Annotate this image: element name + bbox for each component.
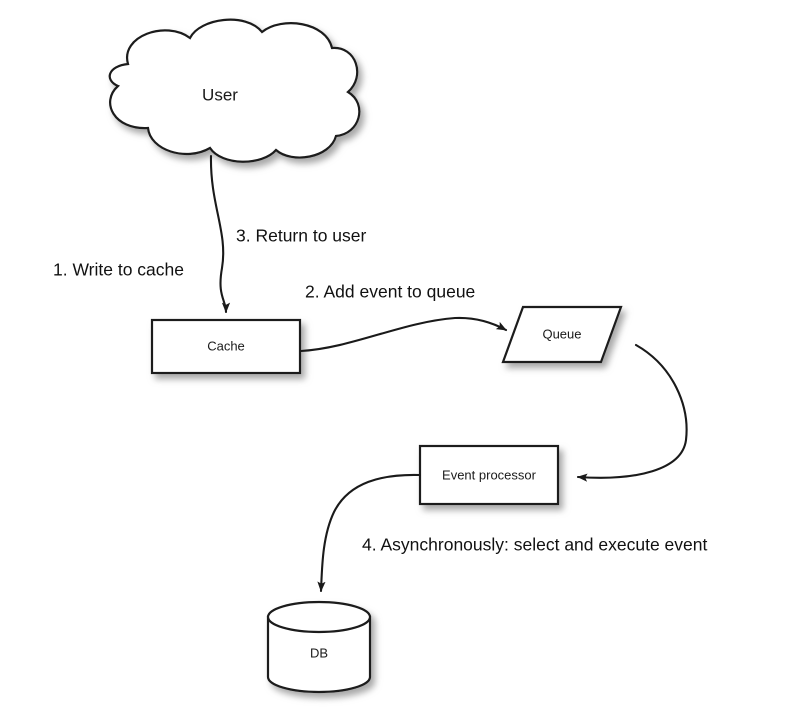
step-label-1: 1. Write to cache bbox=[53, 260, 184, 280]
node-user-label: User bbox=[202, 85, 238, 104]
node-db[interactable]: DB bbox=[266, 600, 372, 694]
node-event-processor[interactable]: Event processor bbox=[418, 444, 560, 506]
node-db-label: DB bbox=[310, 645, 328, 660]
step-label-4: 4. Asynchronously: select and execute ev… bbox=[362, 535, 707, 555]
node-cache-label: Cache bbox=[207, 338, 245, 353]
edge-cache-to-queue bbox=[299, 316, 508, 353]
step-label-2: 2. Add event to queue bbox=[305, 282, 475, 302]
edge-processor-to-db bbox=[317, 473, 422, 593]
node-queue[interactable]: Queue bbox=[501, 305, 623, 364]
step-label-3: 3. Return to user bbox=[236, 226, 367, 246]
node-cache[interactable]: Cache bbox=[150, 318, 302, 375]
node-event-processor-label: Event processor bbox=[442, 467, 537, 482]
node-user[interactable]: User bbox=[108, 18, 361, 163]
edge-user-to-cache bbox=[209, 154, 231, 314]
edge-queue-to-processor bbox=[576, 343, 688, 482]
node-queue-label: Queue bbox=[542, 326, 581, 341]
